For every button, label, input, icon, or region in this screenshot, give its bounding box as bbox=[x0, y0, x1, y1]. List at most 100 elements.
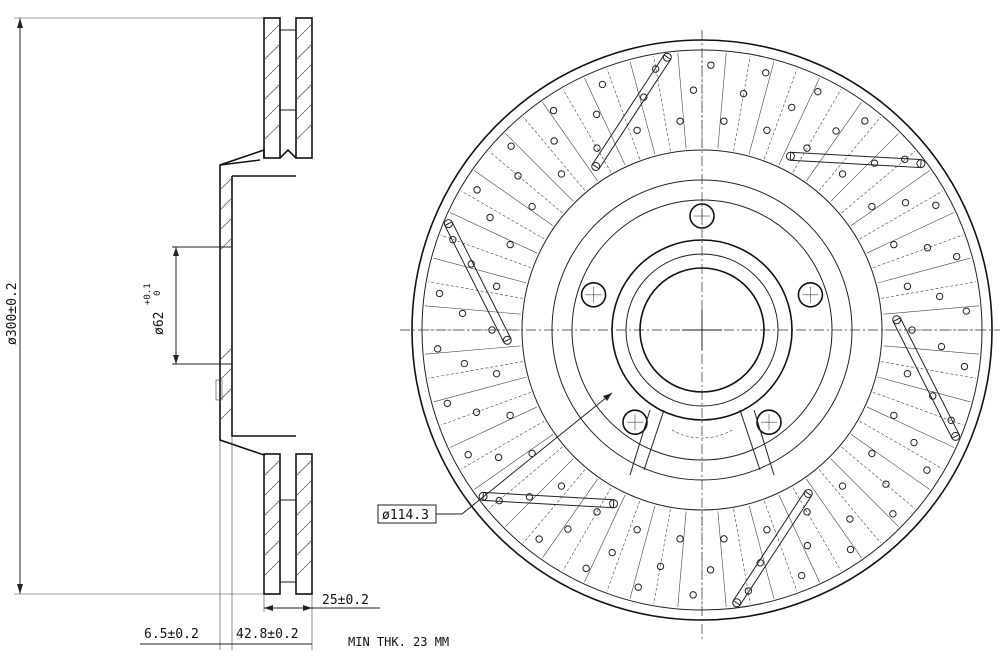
vane-mark bbox=[841, 151, 916, 214]
drill-hole bbox=[962, 307, 971, 315]
vane-mark bbox=[806, 102, 862, 182]
vane-mark bbox=[748, 61, 775, 155]
drill-hole bbox=[557, 170, 566, 178]
vane-mark bbox=[881, 281, 976, 299]
drill-hole bbox=[923, 244, 932, 252]
drill-hole bbox=[838, 170, 847, 178]
slot bbox=[591, 54, 672, 170]
vane-mark bbox=[440, 234, 532, 269]
drill-hole bbox=[492, 369, 501, 378]
drill-hole bbox=[472, 408, 481, 416]
drill-hole bbox=[846, 515, 854, 523]
vane-mark bbox=[806, 478, 862, 558]
vane-mark bbox=[748, 505, 775, 599]
drill-hole bbox=[582, 564, 590, 573]
vane-mark bbox=[584, 77, 626, 166]
drill-hole bbox=[890, 411, 898, 420]
drill-hole bbox=[492, 282, 501, 291]
drill-hole bbox=[908, 326, 916, 334]
drill-hole bbox=[861, 117, 869, 125]
bolt-circle-label: ø114.3 bbox=[382, 508, 429, 523]
vane-mark bbox=[425, 305, 521, 315]
drill-hole bbox=[901, 198, 910, 207]
drill-hole bbox=[720, 535, 728, 543]
vane-mark bbox=[428, 361, 523, 379]
drill-hole bbox=[882, 480, 890, 488]
drill-hole bbox=[528, 449, 536, 458]
drill-hole bbox=[889, 510, 897, 518]
drill-hole bbox=[593, 508, 601, 516]
vane-mark bbox=[859, 420, 943, 470]
vane-mark bbox=[562, 487, 612, 571]
drill-hole bbox=[868, 202, 876, 211]
vane-mark bbox=[717, 53, 727, 149]
vane-mark bbox=[523, 116, 586, 191]
vane-mark bbox=[606, 68, 641, 160]
vane-mark bbox=[428, 281, 523, 299]
vane-mark bbox=[733, 56, 751, 151]
vane-mark bbox=[433, 376, 527, 403]
min-thickness-label: MIN THK. 23 MM bbox=[348, 635, 449, 649]
drill-hole bbox=[932, 201, 940, 209]
vane-mark bbox=[872, 391, 964, 426]
bolt-hole bbox=[797, 281, 824, 308]
drill-hole bbox=[514, 172, 522, 180]
drill-hole bbox=[433, 345, 442, 353]
drill-hole bbox=[903, 369, 912, 378]
drill-hole bbox=[458, 309, 467, 318]
drill-hole bbox=[814, 87, 822, 96]
vane-mark bbox=[877, 257, 971, 284]
slot bbox=[732, 490, 813, 606]
vane-mark bbox=[883, 345, 979, 355]
vane-mark bbox=[792, 487, 842, 571]
drill-hole bbox=[803, 508, 811, 516]
vane-mark bbox=[733, 509, 751, 604]
drill-hole bbox=[535, 535, 543, 543]
vane-mark bbox=[877, 376, 971, 403]
vane-mark bbox=[542, 102, 598, 182]
drill-hole bbox=[901, 155, 909, 164]
vane-mark bbox=[653, 56, 671, 151]
vane-mark bbox=[629, 505, 656, 599]
vane-mark bbox=[792, 89, 842, 173]
vane-mark bbox=[778, 77, 820, 166]
vane-mark bbox=[653, 509, 671, 604]
drill-hole bbox=[788, 103, 796, 112]
drill-hole bbox=[744, 587, 753, 595]
vane-mark bbox=[505, 458, 574, 527]
drill-hole bbox=[890, 240, 898, 249]
radial-vane-marks bbox=[424, 52, 980, 608]
vane-mark bbox=[778, 494, 820, 583]
vane-mark bbox=[449, 212, 538, 254]
drill-hole bbox=[494, 453, 503, 462]
drill-hole bbox=[460, 359, 469, 368]
bolt-hole bbox=[689, 203, 715, 229]
drill-hole bbox=[557, 482, 566, 490]
vane-mark bbox=[818, 116, 881, 191]
vane-mark bbox=[474, 434, 554, 490]
bolt-hole bbox=[756, 409, 782, 436]
bolt-holes bbox=[580, 203, 824, 436]
vane-mark bbox=[830, 458, 899, 527]
vane-mark bbox=[841, 446, 916, 509]
vane-mark bbox=[433, 257, 527, 284]
drill-hole bbox=[870, 159, 879, 167]
vane-mark bbox=[461, 420, 545, 470]
drill-hole bbox=[435, 289, 444, 298]
bolt-hole bbox=[622, 409, 648, 436]
hub-bore-tol-upper: +0.1 bbox=[143, 283, 153, 305]
drill-hole bbox=[564, 525, 572, 533]
drill-hole bbox=[506, 240, 514, 249]
vane-mark bbox=[883, 305, 979, 315]
drill-hole bbox=[923, 466, 931, 474]
vane-mark bbox=[606, 500, 641, 592]
drill-hole bbox=[443, 399, 452, 408]
drill-hole bbox=[910, 438, 918, 447]
drill-hole bbox=[550, 137, 558, 145]
drill-hole bbox=[960, 362, 969, 371]
vane-mark bbox=[881, 361, 976, 379]
drill-hole bbox=[846, 545, 855, 554]
drill-hole bbox=[656, 562, 665, 571]
drill-hole bbox=[763, 126, 771, 134]
drill-hole bbox=[937, 342, 946, 351]
